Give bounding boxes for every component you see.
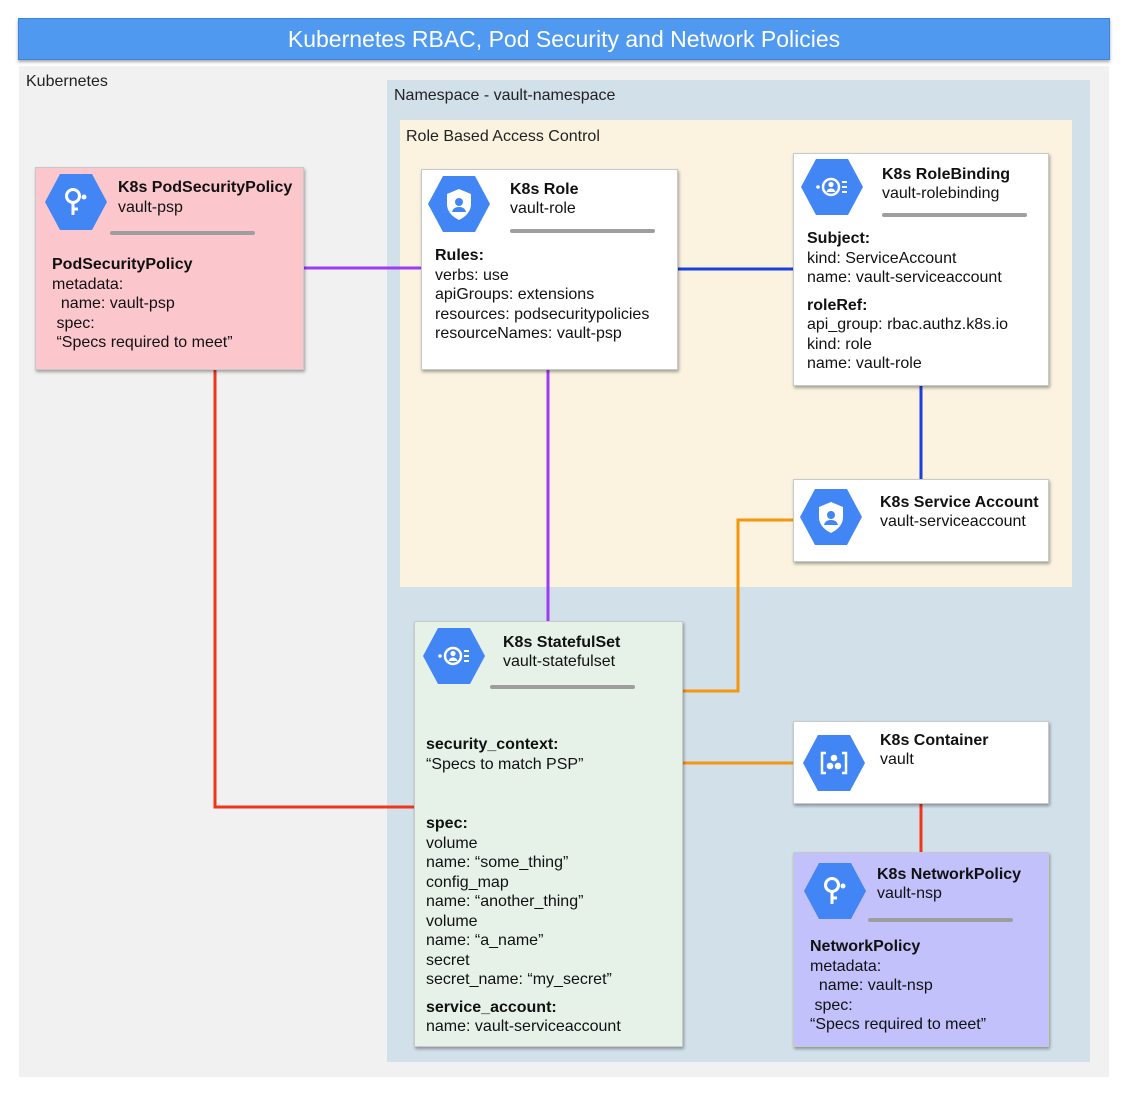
section-heading: security_context: (426, 736, 559, 753)
body-spacer (426, 774, 621, 782)
body-line: metadata: (810, 957, 882, 975)
psp-body: PodSecurityPolicy metadata: name: vault-p… (52, 255, 233, 353)
role-body: Rules: verbs: use apiGroups: extensions res… (435, 246, 649, 344)
body-line: “Specs to match PSP” (426, 755, 584, 773)
body-line: config_map (426, 873, 509, 891)
body-line: apiGroups: extensions (435, 286, 595, 303)
body-line: secret (426, 951, 470, 969)
statefulset-subtitle: vault-statefulset (503, 653, 616, 670)
body-line: resources: podsecuritypolicies (435, 305, 650, 323)
body-line: “Specs required to meet” (52, 334, 233, 351)
body-line: resourceNames: vault-psp (435, 325, 622, 342)
user-link-icon (801, 159, 863, 215)
role-card: K8s Role vault-role Rules: verbs: use apiG… (421, 169, 678, 370)
section-heading: PodSecurityPolicy (52, 256, 193, 273)
body-spacer (807, 288, 1008, 296)
rolebinding-divider (882, 213, 1027, 217)
networkpolicy-card: K8s NetworkPolicy vault-nsp NetworkPolic… (793, 852, 1049, 1047)
networkpolicy-title: K8s NetworkPolicy (877, 866, 1022, 883)
rolebinding-subtitle: vault-rolebinding (882, 185, 1000, 202)
serviceaccount-subtitle: vault-serviceaccount (880, 513, 1026, 530)
serviceaccount-card: K8s Service Account vault-serviceaccount (793, 479, 1049, 562)
serviceaccount-title: K8s Service Account (880, 494, 1039, 511)
rolebinding-body: Subject: kind: ServiceAccount name: vault-… (807, 229, 1008, 374)
psp-divider (110, 231, 255, 235)
statefulset-title: K8s StatefulSet (503, 634, 621, 651)
psp-subtitle: vault-psp (118, 199, 183, 216)
networkpolicy-divider (868, 918, 1013, 922)
body-line: spec: (52, 314, 95, 332)
body-line: “Specs required to meet” (810, 1016, 987, 1033)
body-line: name: vault-psp (52, 295, 175, 312)
psp-title: K8s PodSecurityPolicy (118, 179, 293, 196)
body-line: verbs: use (435, 266, 509, 284)
body-line: secret_name: “my_secret” (426, 971, 612, 988)
body-spacer (426, 790, 621, 798)
connector-statefulset-serviceaccount (683, 518, 793, 693)
body-spacer (426, 782, 621, 790)
diagram-title: Kubernetes RBAC, Pod Security and Networ… (18, 18, 1110, 60)
rolebinding-title: K8s RoleBinding (882, 166, 1011, 183)
body-line: name: “a_name” (426, 932, 544, 949)
networkpolicy-body: NetworkPolicy metadata: name: vault-nsp s… (810, 937, 986, 1035)
key-icon (45, 174, 107, 230)
section-heading: roleRef: (807, 296, 868, 314)
statefulset-divider (490, 685, 635, 689)
body-spacer (426, 806, 621, 814)
section-heading: NetworkPolicy (810, 938, 921, 955)
body-line: api_group: rbac.authz.k8s.io (807, 316, 1009, 333)
body-line: name: vault-serviceaccount (807, 269, 1002, 286)
role-divider (510, 229, 655, 233)
container-title: K8s Container (880, 732, 989, 749)
body-line: volume (426, 834, 478, 852)
namespace-zone-label: Namespace - vault-namespace (394, 87, 616, 104)
body-line: volume (426, 912, 478, 930)
shield-user-icon (800, 489, 862, 545)
user-link-icon (423, 628, 485, 684)
container-icon (803, 735, 865, 791)
psp-card: K8s PodSecurityPolicy vault-psp PodSecur… (35, 167, 304, 370)
body-line: name: vault-nsp (810, 977, 933, 994)
section-heading: Rules: (435, 247, 484, 264)
body-line: kind: role (807, 335, 872, 353)
key-icon (804, 863, 866, 919)
container-subtitle: vault (880, 751, 914, 768)
connector-psp-statefulset (213, 370, 414, 809)
rbac-zone-label: Role Based Access Control (406, 128, 600, 145)
networkpolicy-subtitle: vault-nsp (877, 885, 942, 902)
shield-user-icon (428, 176, 490, 232)
kubernetes-zone-label: Kubernetes (26, 73, 108, 90)
body-line: kind: ServiceAccount (807, 249, 957, 267)
role-title: K8s Role (510, 181, 579, 198)
section-heading: service_account: (426, 998, 557, 1016)
statefulset-body: security_context: “Specs to match PSP” spe… (426, 735, 621, 1037)
body-spacer (426, 798, 621, 806)
role-subtitle: vault-role (510, 200, 576, 217)
body-line: name: vault-role (807, 355, 922, 372)
body-line: spec: (810, 996, 853, 1014)
body-line: metadata: (52, 275, 124, 293)
container-card: K8s Container vault (793, 721, 1049, 804)
section-heading: spec: (426, 815, 468, 832)
statefulset-card: K8s StatefulSet vault-statefulset securi… (414, 621, 683, 1047)
body-line: name: “some_thing” (426, 854, 569, 871)
body-line: name: vault-serviceaccount (426, 1018, 621, 1035)
body-spacer (426, 990, 621, 998)
body-line: name: “another_thing” (426, 893, 584, 910)
rolebinding-card: K8s RoleBinding vault-rolebinding Subjec… (793, 153, 1049, 386)
section-heading: Subject: (807, 230, 871, 247)
